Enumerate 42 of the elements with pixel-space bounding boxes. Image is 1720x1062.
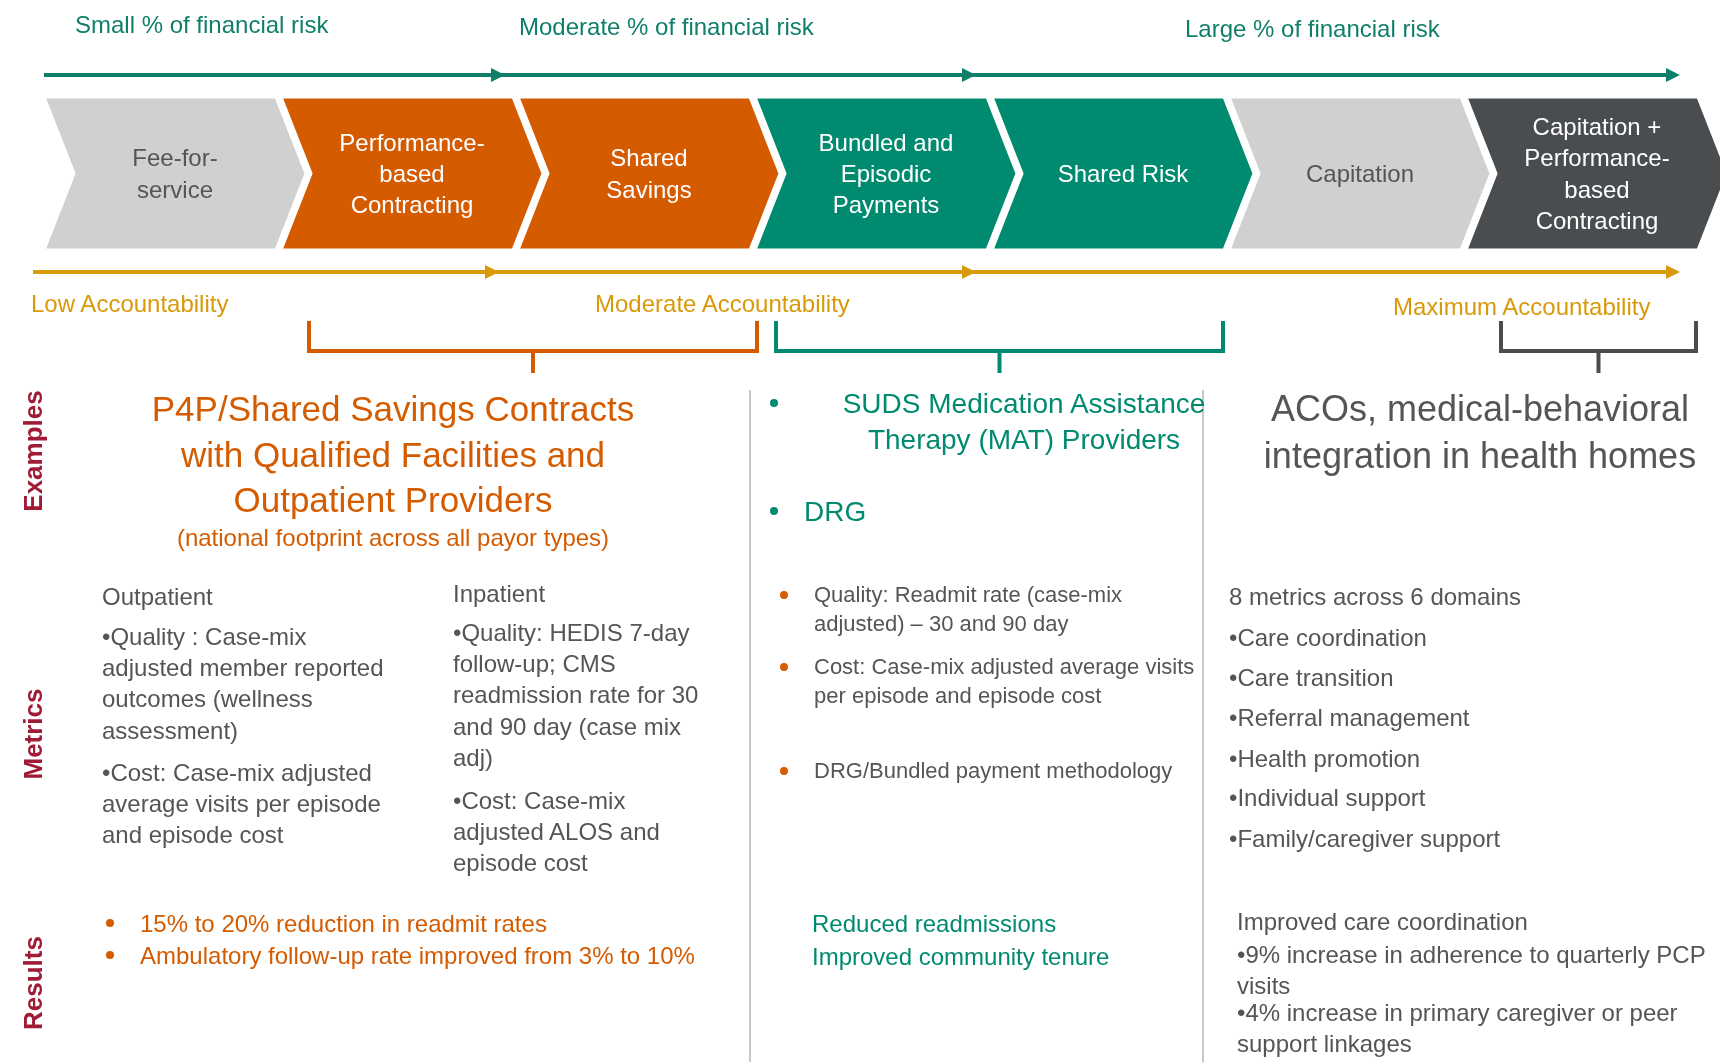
metric-text: DRG/Bundled payment methodology: [814, 758, 1173, 783]
metric-heading: Outpatient: [102, 582, 213, 612]
metric-text: •Quality: HEDIS 7-day follow-up; CMS readmission rate for 30 and 90 day (case mix adj): [453, 618, 700, 773]
metric-text: •Family/caregiver support: [1229, 824, 1501, 854]
chevron-step: Shared Risk: [992, 97, 1254, 250]
example-item: DRG: [804, 496, 867, 527]
metric-text: Quality: Readmit rate (case-mix adjusted) – 30 and 90 day: [814, 582, 1123, 636]
metric-text: •Care transition: [1229, 663, 1394, 693]
chevron-step: Capitation: [1229, 97, 1491, 250]
result-text: Reduced readmissions: [812, 909, 1057, 939]
metric-text: •Cost: Case-mix adjusted average visits per episode and episode cost: [102, 758, 382, 851]
result-text: 15% to 20% reduction in readmit rates: [140, 910, 547, 937]
row-heading: Metrics: [17, 688, 49, 780]
metric-text: •Care coordination: [1229, 623, 1427, 653]
row-heading: Results: [17, 936, 49, 1030]
metric-text: •Referral management: [1229, 703, 1470, 733]
result-text: Improved care coordination: [1237, 907, 1528, 937]
scale-label: Low Accountability: [31, 289, 229, 319]
example-note: (national footprint across all payor types): [175, 523, 611, 553]
scale-label: Large % of financial risk: [1185, 14, 1440, 44]
chevron-step: Performance-based Contracting: [281, 97, 543, 250]
scale-label: Moderate Accountability: [595, 289, 850, 319]
metric-text: •Health promotion: [1229, 744, 1421, 774]
scale-label: Small % of financial risk: [75, 10, 329, 40]
scale-label: Moderate % of financial risk: [519, 12, 814, 42]
metric-text: Cost: Case-mix adjusted average visits per episode and episode cost: [814, 654, 1195, 708]
metric-text: •Quality : Case-mix adjusted member reported outcomes (wellness assessment): [102, 622, 385, 746]
example-item: SUDS Medication Assistance Therapy (MAT) Providers: [842, 388, 1206, 456]
result-text: Ambulatory follow-up rate improved from 3% to 10%: [140, 942, 695, 969]
scale-label: Maximum Accountability: [1393, 292, 1651, 322]
example-heading: ACOs, medical-behavioral integration in health homes: [1262, 387, 1698, 478]
metric-heading: 8 metrics across 6 domains: [1229, 582, 1522, 612]
chevron-step: Bundled and Episodic Payments: [755, 97, 1017, 250]
row-heading: Examples: [17, 390, 49, 512]
chevron-step: Fee-for-service: [44, 97, 306, 250]
chevron-step: Capitation + Performance-based Contracting: [1466, 97, 1720, 250]
metric-text: •Cost: Case-mix adjusted ALOS and episode cost: [453, 786, 661, 879]
chevron-step: Shared Savings: [518, 97, 780, 250]
metric-text: •Individual support: [1229, 783, 1426, 813]
example-heading: P4P/Shared Savings Contracts with Qualified Facilities and Outpatient Providers: [150, 388, 636, 521]
result-text: Improved community tenure: [812, 942, 1110, 972]
metric-heading: Inpatient: [453, 579, 546, 609]
